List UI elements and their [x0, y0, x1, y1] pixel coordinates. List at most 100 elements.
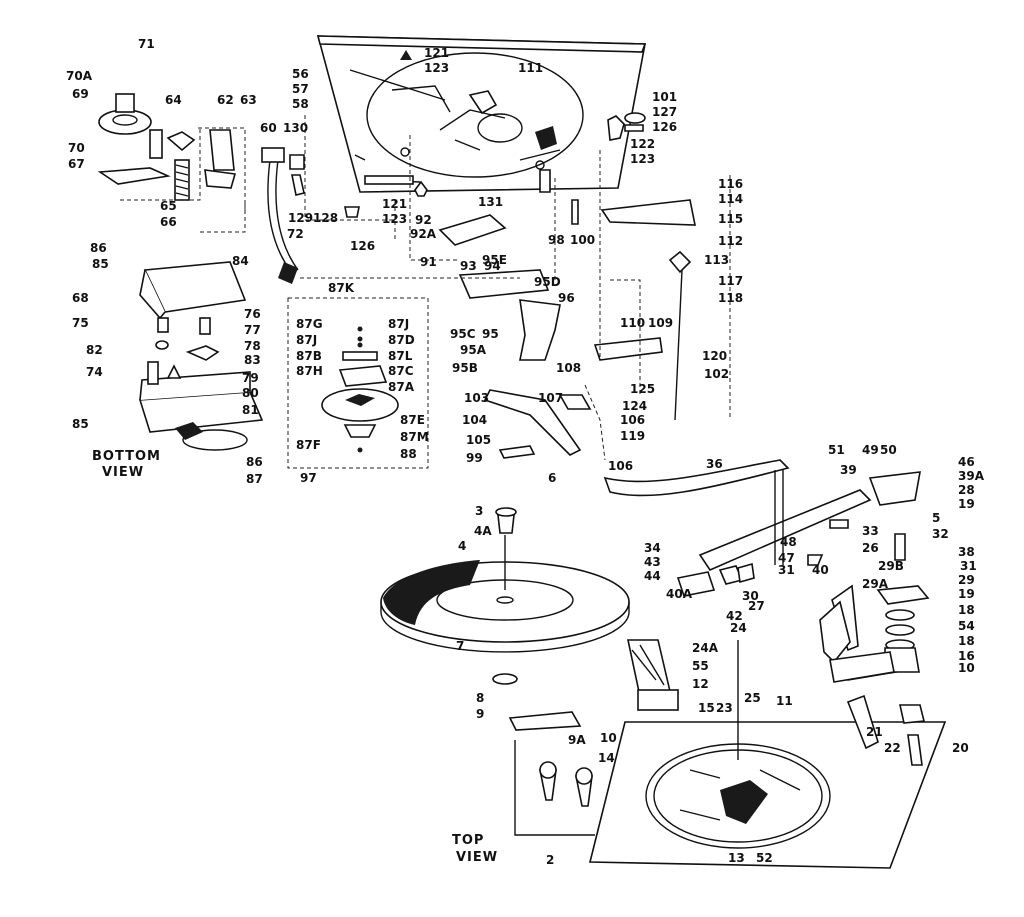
part-number-label: 111	[518, 61, 543, 75]
part-number-label: 46	[958, 455, 975, 469]
part-number-label: 124	[622, 399, 647, 413]
part-number-label: 87A	[388, 380, 415, 394]
part-number-label: 10	[600, 731, 617, 745]
part-number-label: 95	[482, 327, 499, 341]
part-number-label: 58	[292, 97, 309, 111]
part-number-label: 96	[558, 291, 575, 305]
part-number-label: 57	[292, 82, 309, 96]
part-number-label: 87L	[388, 349, 413, 363]
part-number-label: 18	[958, 603, 975, 617]
part-number-label: 36	[706, 457, 723, 471]
part-number-label: 69	[72, 87, 89, 101]
tonearm	[603, 459, 930, 683]
part-number-label: 49	[862, 443, 879, 457]
part-number-label: 87F	[296, 438, 321, 452]
part-number-label: 11	[776, 694, 793, 708]
caption-top-view: TOP	[452, 833, 484, 848]
part-number-label: 97	[300, 471, 317, 485]
part-number-label: 66	[160, 215, 177, 229]
part-number-label: 78	[244, 339, 261, 353]
part-number-label: 2	[546, 853, 554, 867]
tonearm-base-assembly	[321, 326, 399, 453]
part-number-label: 126	[652, 120, 677, 134]
part-number-label: 40A	[666, 587, 693, 601]
part-number-label: 86	[90, 241, 107, 255]
part-number-label: 26	[862, 541, 879, 555]
trip-mechanism	[438, 169, 696, 459]
part-number-label: 33	[862, 524, 879, 538]
part-number-label: 87C	[388, 364, 414, 378]
part-number-label: 24	[730, 621, 747, 635]
part-number-label: 60	[260, 121, 277, 135]
part-number-label: 82	[86, 343, 103, 357]
part-number-label: 29A	[862, 577, 889, 591]
part-number-label: 31	[778, 563, 795, 577]
part-number-label: 125	[630, 382, 655, 396]
part-number-label: 9A	[568, 733, 586, 747]
part-number-label: 87B	[296, 349, 322, 363]
part-number-label: 25	[744, 691, 761, 705]
part-number-label: 42	[726, 609, 743, 623]
part-number-label: 71	[138, 37, 155, 51]
part-number-label: 56	[292, 67, 309, 81]
part-number-label: 74	[86, 365, 103, 379]
top-view-base	[508, 584, 947, 869]
part-number-label: 72	[287, 227, 304, 241]
part-number-label: 13	[728, 851, 745, 865]
part-number-label: 23	[716, 701, 733, 715]
part-number-label: 54	[958, 619, 975, 633]
part-number-label: 87J	[296, 333, 317, 347]
part-number-label: 27	[748, 599, 765, 613]
part-number-label: 6	[548, 471, 556, 485]
part-number-label: 100	[570, 233, 595, 247]
part-number-label: 129	[288, 211, 313, 225]
part-number-label: 47	[778, 551, 795, 565]
part-number-label: 55	[692, 659, 709, 673]
part-number-label: 85	[92, 257, 109, 271]
part-number-label: 117	[718, 274, 743, 288]
part-number-label: 87E	[400, 413, 425, 427]
part-number-label: 51	[828, 443, 845, 457]
part-number-label: 131	[478, 195, 503, 209]
part-number-label: 99	[466, 451, 483, 465]
part-number-label: 95D	[534, 275, 561, 289]
part-number-label: 44	[644, 569, 661, 583]
part-number-label: 38	[958, 545, 975, 559]
part-number-label: 67	[68, 157, 85, 171]
part-number-label: 121	[382, 197, 407, 211]
motor-board	[316, 35, 647, 193]
part-number-label: 12	[692, 677, 709, 691]
part-number-label: 52	[756, 851, 773, 865]
part-number-label: 50	[880, 443, 897, 457]
part-number-label: 120	[702, 349, 727, 363]
part-number-label: 92	[415, 213, 432, 227]
part-number-label: 24A	[692, 641, 719, 655]
bottom-view-assembly	[97, 93, 264, 451]
part-number-label: 10	[958, 661, 975, 675]
part-number-label: 114	[718, 192, 743, 206]
part-number-label: 109	[648, 316, 673, 330]
part-number-label: 63	[240, 93, 257, 107]
part-number-label: 19	[958, 587, 975, 601]
part-number-label: 14	[598, 751, 615, 765]
part-number-label: 8	[476, 691, 484, 705]
part-number-label: 126	[350, 239, 375, 253]
part-number-label: 28	[958, 483, 975, 497]
part-number-label: 87J	[388, 317, 409, 331]
part-number-label: 20	[952, 741, 969, 755]
part-number-label: 128	[313, 211, 338, 225]
part-number-label: 40	[812, 563, 829, 577]
part-number-label: 4	[458, 539, 466, 553]
part-number-label: 87D	[388, 333, 415, 347]
part-number-label: 112	[718, 234, 743, 248]
part-number-label: 92A	[410, 227, 437, 241]
part-number-label: 70A	[66, 69, 93, 83]
part-number-label: 87K	[328, 281, 355, 295]
part-number-label: 75	[72, 316, 89, 330]
part-number-label: 123	[630, 152, 655, 166]
part-number-label: 76	[244, 307, 261, 321]
part-number-label: 85	[72, 417, 89, 431]
part-number-label: 86	[246, 455, 263, 469]
part-number-label: 95A	[460, 343, 487, 357]
